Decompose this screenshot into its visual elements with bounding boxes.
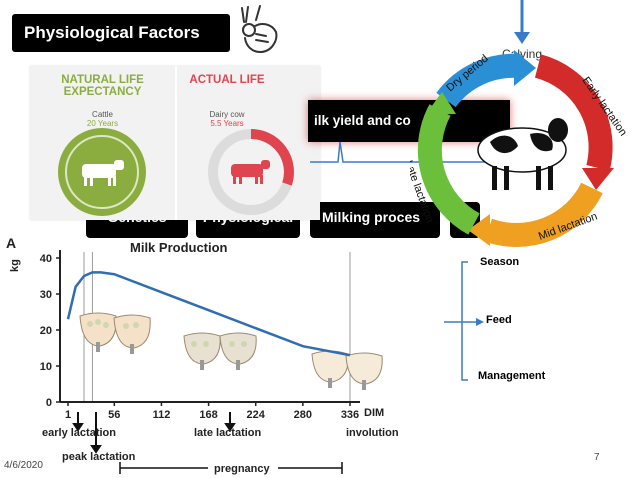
actual-years: 5.5 Years: [210, 119, 244, 128]
cow-icon: [82, 160, 124, 186]
late-lactation-arc: [417, 104, 481, 235]
actual-animal: Dairy cow: [209, 110, 245, 119]
milk-production-chart: A Milk Production kg 0 10 20 30 40 1 56 112 168…: [6, 236, 399, 475]
x-tick-label: 56: [108, 409, 120, 421]
natural-animal: Cattle: [92, 110, 113, 119]
milk-banner-text: ilk yield and co: [314, 113, 411, 128]
actual-life-panel: [177, 66, 320, 220]
milk-production-series: [66, 271, 351, 357]
x-tick-label: 280: [294, 409, 312, 421]
chart-y-ticks: 0 10 20 30 40: [40, 253, 60, 409]
chart-x-unit: DIM: [364, 407, 384, 419]
slide-date: 4/6/2020: [4, 460, 43, 471]
pregnancy-span: [119, 462, 343, 474]
dairy-cow-icon: [231, 160, 270, 184]
life-circles: [58, 128, 294, 216]
udder-illustrations: [79, 312, 383, 390]
dry-period-arc: [436, 53, 521, 108]
holstein-cow-icon: [477, 118, 568, 190]
factor-management: Management: [478, 370, 546, 382]
x-tick-label: 168: [199, 409, 217, 421]
stage-arrows: [72, 412, 236, 454]
slide-page-number: 7: [594, 452, 600, 463]
natural-life-title: NATURAL LIFE: [61, 74, 144, 86]
chart-y-label: kg: [9, 259, 21, 272]
pregnancy-annotation: pregnancy: [214, 463, 271, 475]
peak-lactation-annotation: peak lactation: [62, 451, 136, 463]
x-tick-label: 112: [153, 409, 171, 421]
life-expectancy-card: NATURAL LIFE EXPECTANCY Cattle 20 Years …: [30, 66, 320, 220]
y-tick-label: 30: [40, 289, 52, 301]
y-tick-label: 20: [40, 325, 52, 337]
tab-milking-process: Milking proces: [310, 202, 440, 238]
x-tick-label: 336: [341, 409, 359, 421]
actual-life-title: ACTUAL LIFE: [189, 74, 265, 86]
late-lactation-annotation: late lactation: [194, 427, 262, 439]
x-tick-label: 224: [247, 409, 266, 421]
factor-feed: Feed: [486, 314, 512, 326]
lactation-cycle-diagram: Calving Dry period Early lactation Mid l…: [410, 0, 629, 248]
y-tick-label: 10: [40, 361, 52, 373]
natural-life-title-2: EXPECTANCY: [63, 86, 142, 98]
chart-x-ticks: 1 56 112 168 224 280 336: [65, 402, 359, 421]
early-lactation-annotation: early lactation: [42, 427, 116, 439]
x-tick-label: 1: [65, 409, 71, 421]
factors-bracket: [444, 261, 484, 381]
mid-lactation-arc: [483, 182, 603, 248]
slide-title: Physiological Factors: [12, 14, 230, 52]
early-lactation-arc: [534, 54, 613, 171]
chart-title: Milk Production: [130, 240, 228, 255]
ok-hand-icon: [241, 5, 278, 53]
y-tick-label: 40: [40, 253, 52, 265]
milk-yield-banner: ilk yield and co: [308, 100, 510, 142]
y-tick-label: 0: [46, 397, 52, 409]
natural-years: 20 Years: [86, 119, 119, 128]
chart-panel-label: A: [6, 236, 16, 251]
involution-annotation: involution: [346, 427, 399, 439]
factor-season: Season: [480, 256, 520, 268]
